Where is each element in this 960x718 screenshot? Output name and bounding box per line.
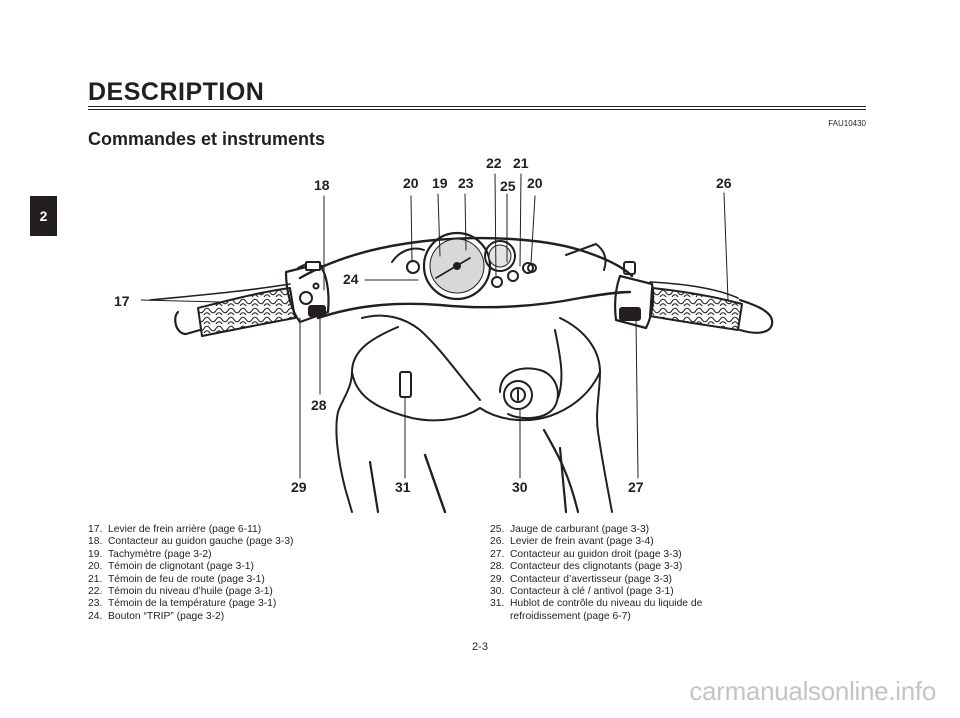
callout-31: 31 xyxy=(395,479,411,495)
legend-item: 17.Levier de frein arrière (page 6-11) xyxy=(88,524,262,535)
right-switch-housing xyxy=(613,261,655,330)
speedometer xyxy=(422,231,492,301)
handlebar-cover xyxy=(298,236,634,320)
legend-item: 26.Levier de frein avant (page 3-4) xyxy=(490,536,654,548)
callout-29: 29 xyxy=(291,479,307,495)
legend-item: 28.Contacteur des clignotants (page 3-3) xyxy=(490,561,683,573)
handlebar-illustration: 17 18 19 20 20 21 22 23 24 25 26 27 28 2… xyxy=(114,155,774,514)
legend-item: 20.Témoin de clignotant (page 3-1) xyxy=(88,561,254,573)
page-number: 2-3 xyxy=(472,641,488,653)
callout-19: 19 xyxy=(432,175,448,191)
callout-30: 30 xyxy=(512,479,528,495)
legend-item: 30.Contacteur à clé / antivol (page 3-1) xyxy=(490,586,674,598)
callout-20-right: 20 xyxy=(527,175,543,191)
callout-28: 28 xyxy=(311,397,327,413)
callout-27: 27 xyxy=(628,479,644,495)
legend-right-column: 25.Jauge de carburant (page 3-3) 26.Levi… xyxy=(490,524,702,623)
legend-item: 29.Contacteur d’avertisseur (page 3-3) xyxy=(490,573,672,585)
legend-item: 24.Bouton “TRIP” (page 3-2) xyxy=(88,610,225,622)
turn-indicator-right-icon xyxy=(527,263,537,273)
section-title: DESCRIPTION xyxy=(88,78,265,106)
callout-18: 18 xyxy=(314,177,330,193)
page-subtitle: Commandes et instruments xyxy=(88,129,326,149)
title-rule xyxy=(88,106,866,107)
callout-leader-lines xyxy=(140,173,729,479)
reference-code: FAU10430 xyxy=(828,119,866,128)
fuel-gauge-icon xyxy=(484,240,516,272)
legend-item: 19.Tachymètre (page 3-2) xyxy=(88,548,212,560)
key-switch xyxy=(499,367,559,420)
left-switch-housing xyxy=(284,261,330,324)
turn-indicator-left-icon xyxy=(406,260,420,274)
chapter-tab: 2 xyxy=(30,196,57,236)
legend-item: 22.Témoin du niveau d’huile (page 3-1) xyxy=(88,586,273,598)
legend-item: 27.Contacteur au guidon droit (page 3-3) xyxy=(490,548,682,560)
legend-item: 23.Témoin de la température (page 3-1) xyxy=(88,598,277,610)
callout-20-left: 20 xyxy=(403,175,419,191)
callout-22: 22 xyxy=(486,155,502,171)
callout-21: 21 xyxy=(513,155,529,171)
callout-17: 17 xyxy=(114,293,130,309)
callout-24: 24 xyxy=(343,271,359,287)
legend-item: 25.Jauge de carburant (page 3-3) xyxy=(490,524,650,535)
title-rule-secondary xyxy=(88,109,866,110)
legend-item: 31.Hublot de contrôle du niveau du liqui… xyxy=(490,598,703,610)
legend-item-continuation: refroidissement (page 6-7) xyxy=(510,610,631,622)
temperature-warning-icon xyxy=(522,262,534,274)
callout-23: 23 xyxy=(458,175,474,191)
high-beam-icon xyxy=(507,270,519,282)
scooter-body xyxy=(335,314,613,514)
legend-item: 21.Témoin de feu de route (page 3-1) xyxy=(88,573,265,585)
watermark: carmanualsonline.info xyxy=(689,676,936,706)
callout-25: 25 xyxy=(500,178,516,194)
right-handlebar-grip xyxy=(649,281,774,334)
callout-26: 26 xyxy=(716,175,732,191)
left-handlebar-grip xyxy=(149,283,296,337)
oil-warning-icon xyxy=(491,276,503,288)
legend-left-column: 17.Levier de frein arrière (page 6-11) 1… xyxy=(88,524,293,623)
legend-item: 18.Contacteur au guidon gauche (page 3-3… xyxy=(88,536,294,548)
